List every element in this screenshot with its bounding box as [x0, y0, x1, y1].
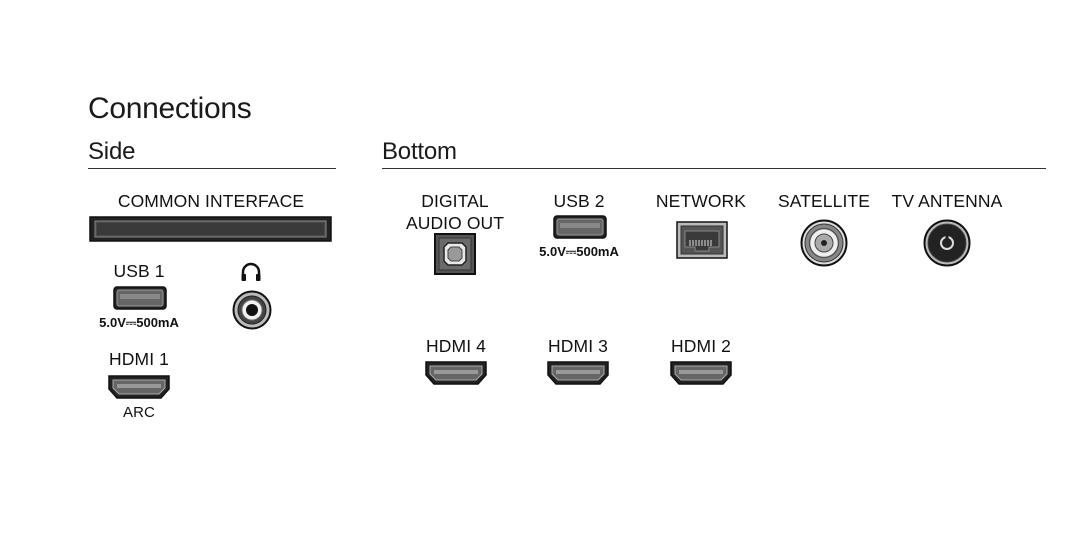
common-interface-label: COMMON INTERFACE — [117, 191, 305, 211]
hdmi4-label: HDMI 4 — [426, 336, 486, 356]
hdmi2-port-icon — [669, 360, 733, 386]
hdmi1-label: HDMI 1 — [109, 349, 169, 369]
satellite-label: SATELLITE — [778, 191, 870, 211]
network-label: NETWORK — [655, 191, 747, 211]
hdmi1-port-icon — [107, 374, 171, 400]
headphone-jack-icon — [232, 290, 272, 330]
usb2-rating: 5.0V⎓500mA — [539, 244, 619, 259]
antenna-connector-icon — [923, 219, 971, 267]
usb2-label: USB 2 — [553, 191, 605, 211]
usb1-label: USB 1 — [113, 261, 165, 281]
hdmi1-arc-label: ARC — [123, 404, 155, 421]
usb2-port-icon — [553, 215, 607, 239]
headphones-icon — [240, 262, 262, 282]
usb1-port-icon — [113, 286, 167, 310]
usb1-rating: 5.0V⎓500mA — [99, 315, 179, 330]
section-side-label: Side — [88, 138, 136, 165]
section-side-divider — [88, 168, 336, 169]
ethernet-port-icon — [676, 221, 728, 259]
digital-audio-out-label-line2: AUDIO OUT — [405, 213, 505, 233]
hdmi2-label: HDMI 2 — [671, 336, 731, 356]
page-title: Connections — [88, 92, 252, 125]
section-bottom-divider — [382, 168, 1046, 169]
hdmi4-port-icon — [424, 360, 488, 386]
satellite-connector-icon — [800, 219, 848, 267]
hdmi3-port-icon — [546, 360, 610, 386]
hdmi3-label: HDMI 3 — [548, 336, 608, 356]
digital-audio-out-label-line1: DIGITAL — [421, 191, 489, 211]
optical-audio-port-icon — [434, 233, 476, 275]
tv-antenna-label: TV ANTENNA — [891, 191, 1003, 211]
section-bottom-label: Bottom — [382, 138, 457, 165]
common-interface-slot-icon — [89, 216, 332, 242]
